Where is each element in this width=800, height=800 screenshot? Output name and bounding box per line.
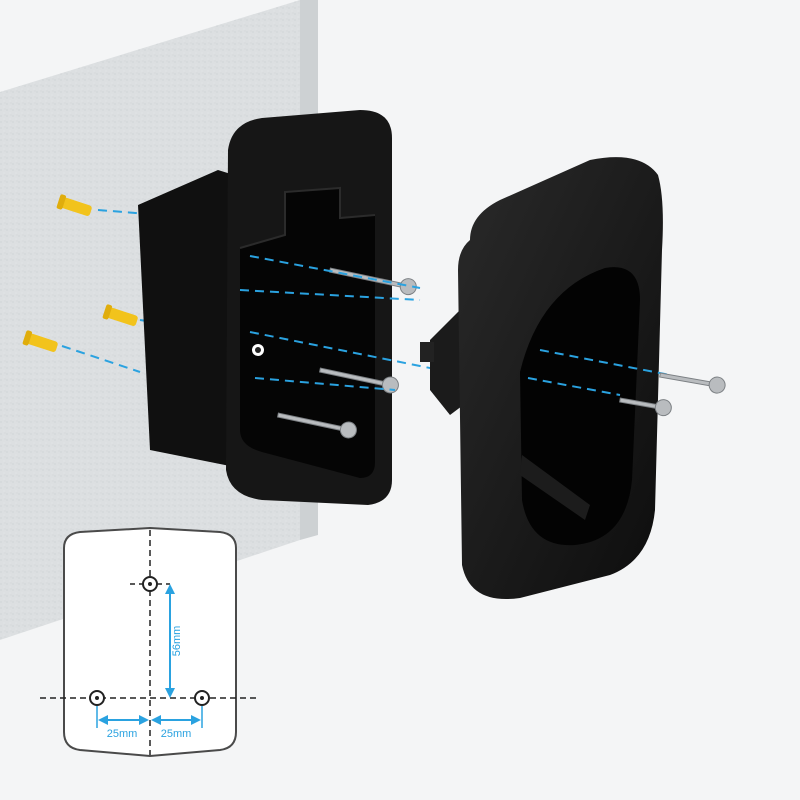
wall-anchor-icon bbox=[22, 194, 138, 352]
dimension-label-vertical: 56mm bbox=[171, 626, 183, 657]
dimension-label-right: 25mm bbox=[161, 728, 192, 740]
mounting-template: 56mm 25mm 25mm bbox=[40, 526, 260, 758]
cup-screw-icon bbox=[619, 372, 726, 417]
guide-lines-bracket bbox=[239, 255, 441, 391]
holder-cup-icon bbox=[420, 157, 663, 600]
dimension-label-left: 25mm bbox=[107, 728, 138, 740]
guide-lines-cup bbox=[527, 349, 671, 396]
mount-bracket-icon bbox=[138, 110, 392, 505]
